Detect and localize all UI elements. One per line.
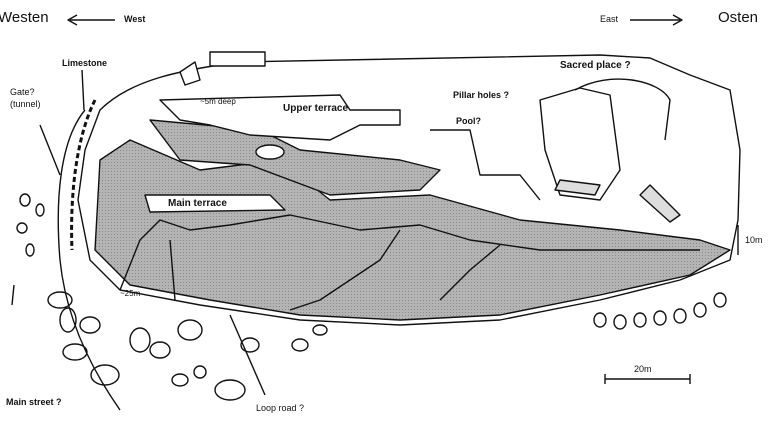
west-arrowhead [67,14,78,26]
loop-road-label: Loop road ? [256,403,305,413]
main-street-label: Main street ? [6,397,62,407]
rubble-stones [16,193,727,401]
sacred-place-label: Sacred place ? [560,60,631,71]
west-label: West [124,14,146,24]
east-label: East [600,14,619,24]
height-scale-label: 10m [745,235,763,245]
pool-label: Pool? [456,116,481,126]
gate-label-line1: Gate? [10,87,35,97]
upper-block [209,51,266,67]
east-label-german: Osten [718,9,759,26]
upper-slope-shading [149,119,441,196]
upper-depth-label: ~5m deep [200,97,236,106]
main-terrace-label: Main terrace [168,198,227,209]
main-street-edge [57,109,121,411]
west-label-german: Westen [0,9,49,26]
upper-terrace-shape [159,94,401,141]
upper-terrace-label: Upper terrace [283,103,349,114]
east-arrowhead [672,14,683,26]
scale-bar-label: 20m [634,364,652,374]
limestone-label: Limestone [62,58,108,68]
pillar-holes-label: Pillar holes ? [453,90,510,100]
gate-label-line2: (tunnel) [10,99,41,109]
sacred-place-shape [539,87,621,201]
main-terrace-shape [144,194,286,213]
lower-depth-label: ~25m [120,289,141,298]
